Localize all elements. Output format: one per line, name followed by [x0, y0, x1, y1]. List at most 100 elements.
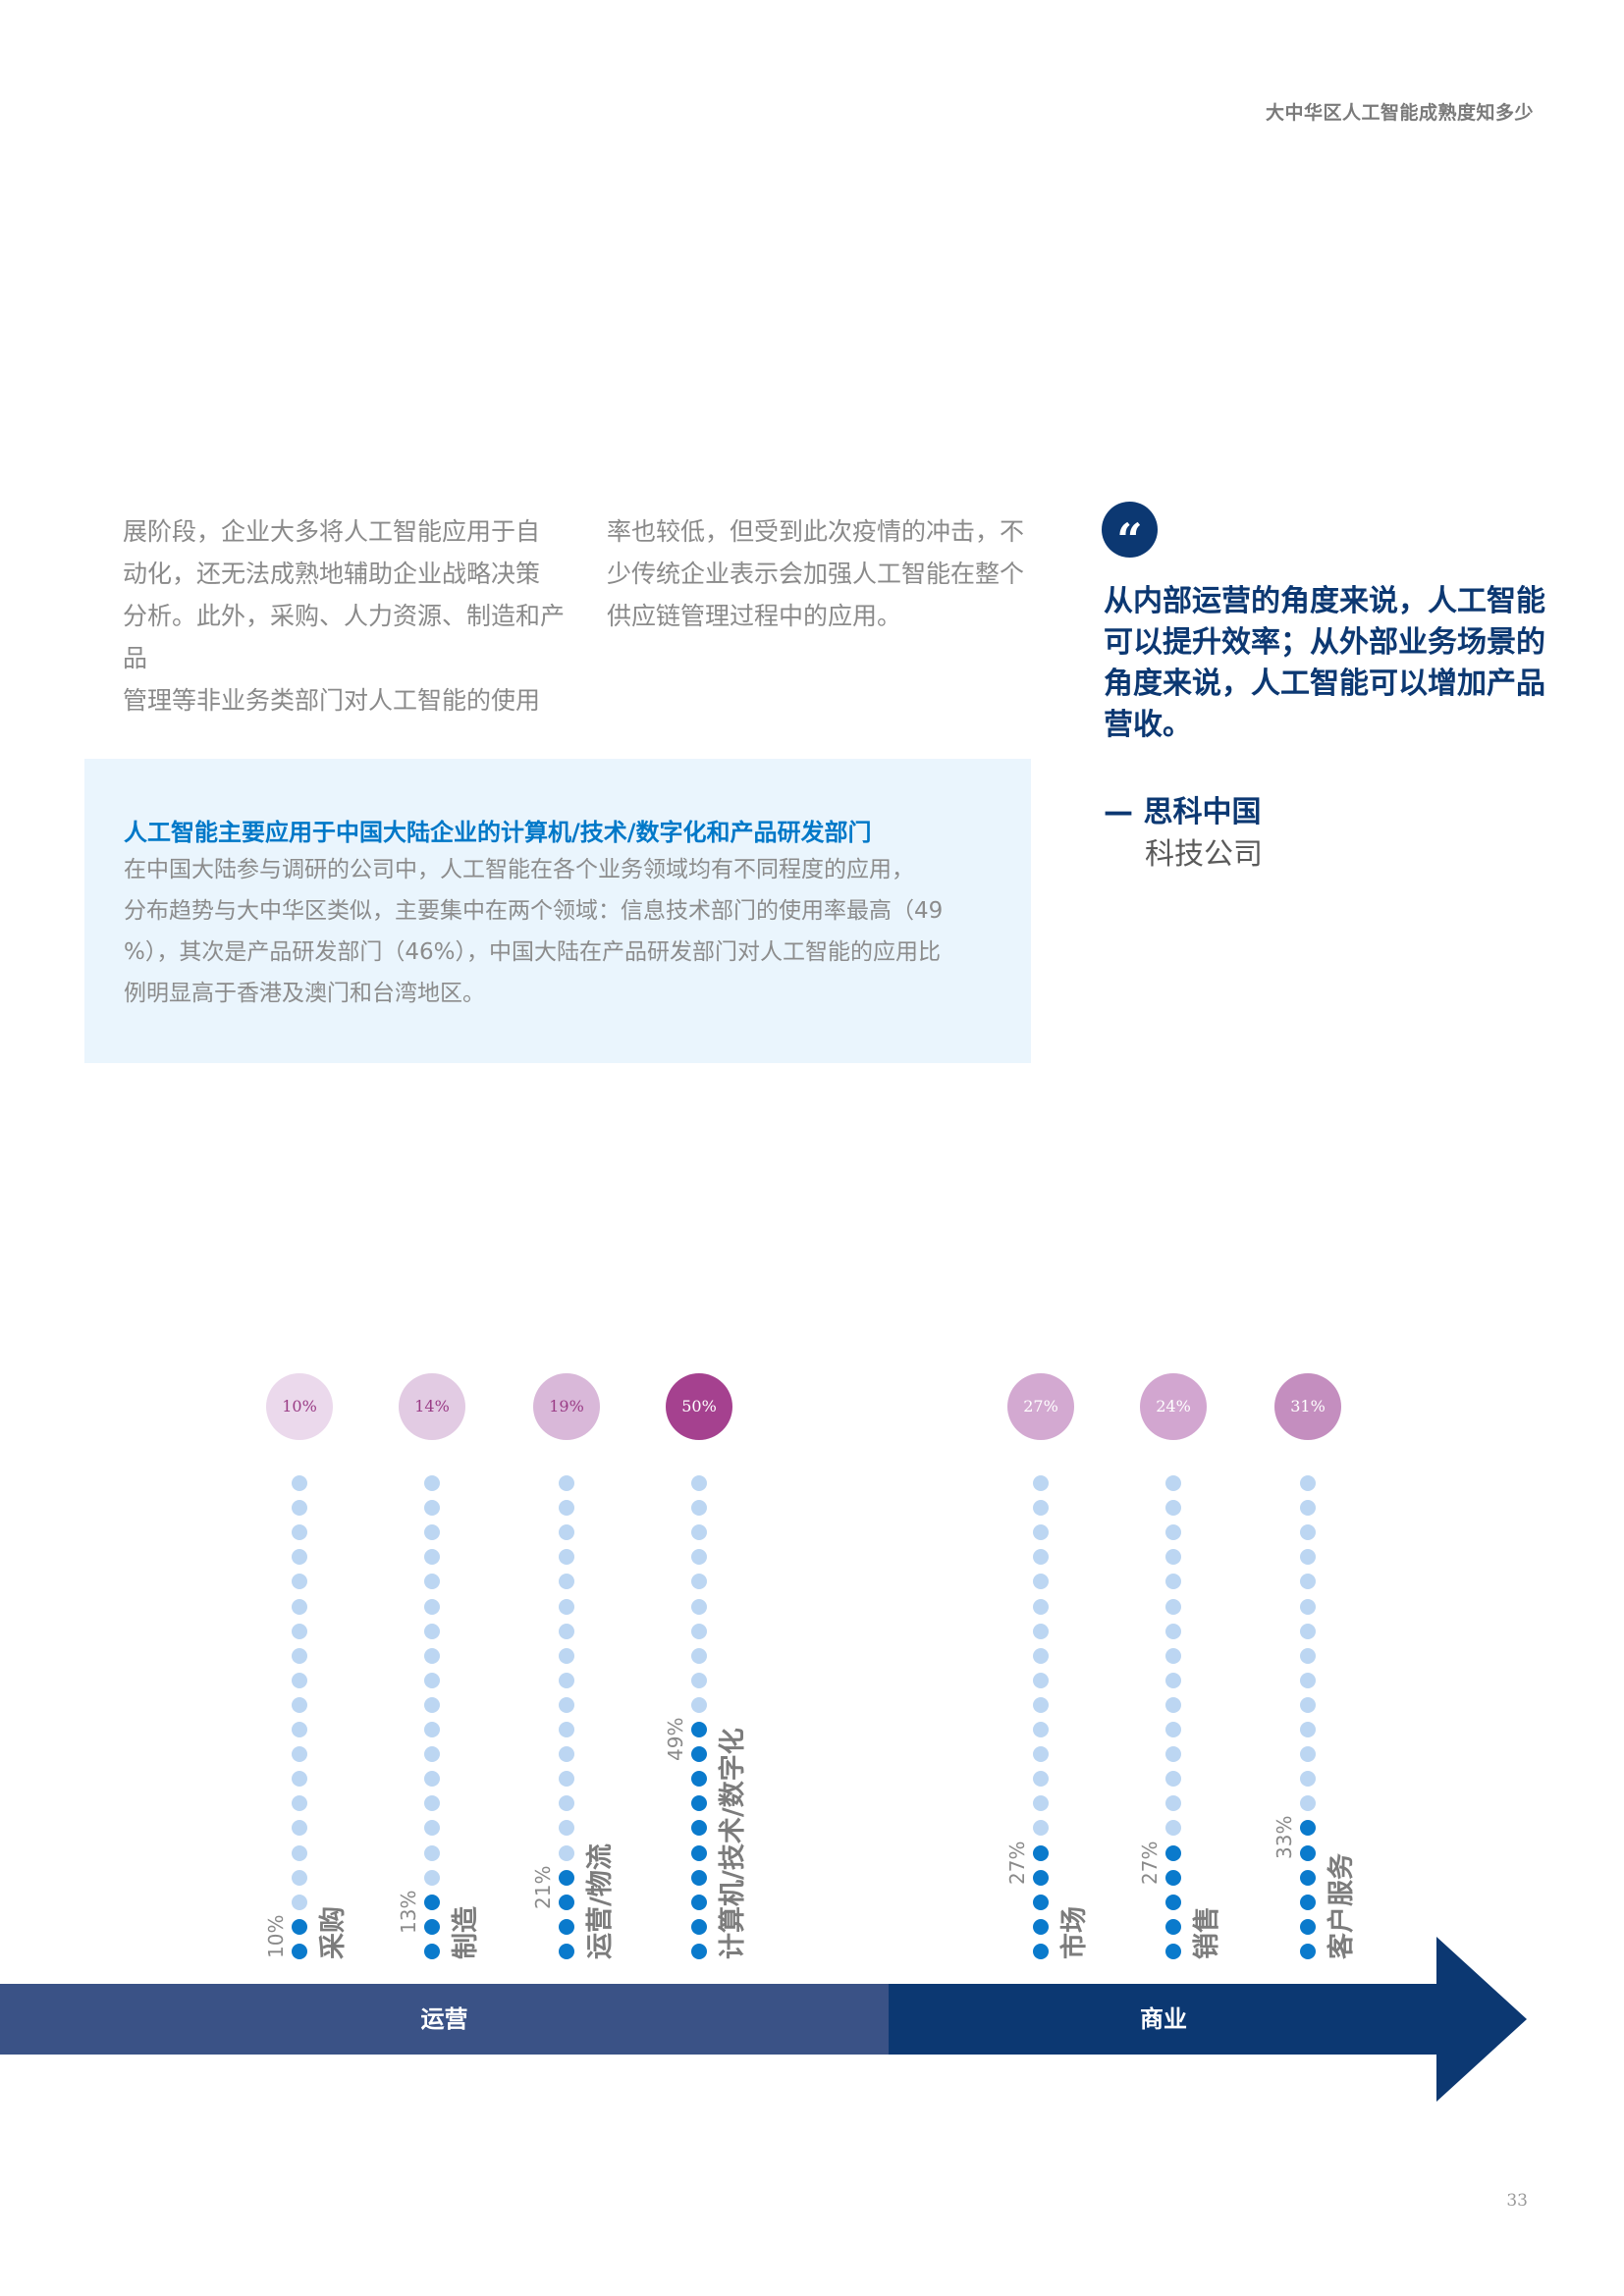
empty-dot: [292, 1500, 307, 1517]
empty-dot: [292, 1820, 307, 1837]
filled-dot: [1165, 1943, 1181, 1959]
empty-dot: [424, 1844, 440, 1861]
empty-dot: [424, 1500, 440, 1517]
category-label: 运营/物流: [585, 1843, 616, 1959]
filled-dot: [1300, 1820, 1316, 1837]
comparison-circle: 19%: [533, 1373, 600, 1440]
empty-dot: [559, 1598, 574, 1615]
empty-dot: [1165, 1795, 1181, 1812]
empty-dot: [1033, 1795, 1049, 1812]
empty-dot: [1033, 1746, 1049, 1763]
empty-dot: [424, 1574, 440, 1590]
empty-dot: [1033, 1549, 1049, 1566]
quote-organization: 科技公司: [1145, 837, 1263, 872]
empty-dot: [1165, 1820, 1181, 1837]
empty-dot: [691, 1598, 707, 1615]
body-text-column-2: 率也较低，但受到此次疫情的冲击，不 少传统企业表示会加强人工智能在整个 供应链管…: [607, 510, 1049, 637]
percentage-label: 33%: [1272, 1815, 1296, 1860]
filled-dot: [1165, 1918, 1181, 1935]
empty-dot: [691, 1500, 707, 1517]
filled-dot: [691, 1771, 707, 1788]
empty-dot: [559, 1746, 574, 1763]
percentage-label: 21%: [531, 1865, 555, 1909]
filled-dot: [691, 1844, 707, 1861]
empty-dot: [1300, 1672, 1316, 1688]
empty-dot: [1033, 1524, 1049, 1541]
empty-dot: [1300, 1722, 1316, 1737]
empty-dot: [424, 1647, 440, 1664]
empty-dot: [424, 1746, 440, 1763]
body-line: 供应链管理过程中的应用。: [607, 602, 902, 630]
empty-dot: [559, 1549, 574, 1566]
filled-dot: [691, 1820, 707, 1837]
body-text-column-1: 展阶段，企业大多将人工智能应用于自 动化，还无法成熟地辅助企业战略决策 分析。此…: [123, 510, 565, 721]
filled-dot: [1165, 1844, 1181, 1861]
filled-dot: [292, 1918, 307, 1935]
empty-dot: [1165, 1771, 1181, 1788]
filled-dot: [1033, 1943, 1049, 1959]
empty-dot: [691, 1623, 707, 1639]
empty-dot: [1300, 1795, 1316, 1812]
filled-dot: [1300, 1894, 1316, 1910]
empty-dot: [424, 1549, 440, 1566]
empty-dot: [1033, 1574, 1049, 1590]
empty-dot: [1033, 1820, 1049, 1837]
percentage-label: 13%: [397, 1890, 420, 1934]
comparison-circle: 14%: [399, 1373, 465, 1440]
empty-dot: [1300, 1524, 1316, 1541]
empty-dot: [1165, 1598, 1181, 1615]
empty-dot: [424, 1524, 440, 1541]
empty-dot: [292, 1574, 307, 1590]
empty-dot: [424, 1598, 440, 1615]
empty-dot: [559, 1475, 574, 1491]
empty-dot: [1165, 1500, 1181, 1517]
empty-dot: [1300, 1746, 1316, 1763]
callout-body: 在中国大陆参与调研的公司中，人工智能在各个业务领域均有不同程度的应用， 分布趋势…: [124, 849, 1007, 1014]
band-operations: [0, 1984, 889, 2055]
body-line: 动化，还无法成熟地辅助企业战略决策: [123, 560, 541, 588]
filled-dot: [1300, 1869, 1316, 1886]
category-label: 采购: [318, 1905, 349, 1959]
empty-dot: [424, 1771, 440, 1788]
filled-dot: [1033, 1894, 1049, 1910]
percentage-label: 10%: [264, 1914, 288, 1958]
empty-dot: [292, 1722, 307, 1737]
callout-line: 分布趋势与大中华区类似，主要集中在两个领域：信息技术部门的使用率最高（49: [124, 898, 944, 924]
empty-dot: [1165, 1574, 1181, 1590]
empty-dot: [691, 1524, 707, 1541]
empty-dot: [424, 1722, 440, 1737]
empty-dot: [1033, 1647, 1049, 1664]
filled-dot: [1165, 1894, 1181, 1910]
filled-dot: [1300, 1844, 1316, 1861]
quote-mark-icon: “: [1102, 502, 1158, 566]
empty-dot: [1165, 1696, 1181, 1713]
filled-dot: [691, 1894, 707, 1910]
comparison-circle: 10%: [266, 1373, 333, 1440]
empty-dot: [424, 1623, 440, 1639]
empty-dot: [292, 1696, 307, 1713]
percentage-label: 27%: [1138, 1841, 1162, 1885]
empty-dot: [1033, 1672, 1049, 1688]
empty-dot: [559, 1696, 574, 1713]
empty-dot: [1300, 1574, 1316, 1590]
empty-dot: [691, 1672, 707, 1688]
band-business: [889, 1984, 1438, 2055]
empty-dot: [292, 1623, 307, 1639]
category-label: 销售: [1192, 1905, 1222, 1959]
percentage-label: 27%: [1005, 1841, 1029, 1885]
empty-dot: [559, 1771, 574, 1788]
body-line: 率也较低，但受到此次疫情的冲击，不: [607, 517, 1025, 546]
callout-line: 例明显高于香港及澳门和台湾地区。: [124, 981, 485, 1006]
filled-dot: [1165, 1869, 1181, 1886]
filled-dot: [691, 1746, 707, 1763]
empty-dot: [292, 1844, 307, 1861]
empty-dot: [1165, 1623, 1181, 1639]
filled-dot: [1033, 1918, 1049, 1935]
empty-dot: [292, 1771, 307, 1788]
filled-dot: [292, 1943, 307, 1959]
filled-dot: [424, 1918, 440, 1935]
arrow-head-icon: [1436, 1937, 1527, 2102]
filled-dot: [691, 1722, 707, 1737]
empty-dot: [292, 1549, 307, 1566]
empty-dot: [292, 1647, 307, 1664]
